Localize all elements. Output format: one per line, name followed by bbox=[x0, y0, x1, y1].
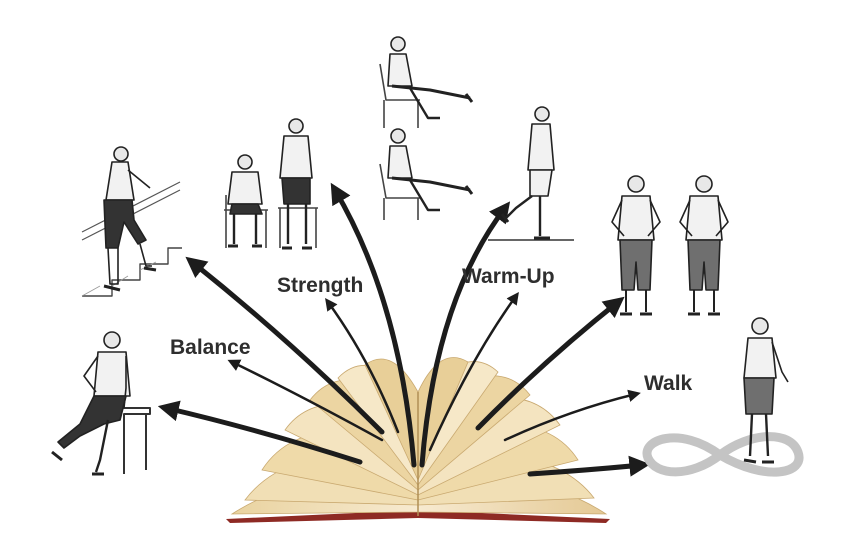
chair-side-leg-lift-figure bbox=[51, 331, 151, 476]
sit-to-stand-figures bbox=[224, 118, 318, 250]
infinity-mat bbox=[642, 432, 804, 477]
arrow-to-walker-figure bbox=[527, 455, 651, 477]
walk-label: Walk bbox=[644, 372, 693, 395]
strength-label: Strength bbox=[277, 274, 364, 297]
arrow-to-balance-label bbox=[227, 359, 384, 442]
figure-eight-walker bbox=[642, 317, 804, 477]
stair-climb-figure bbox=[81, 146, 182, 297]
arrow-to-walk-label bbox=[503, 389, 641, 442]
arrow-to-warmup-label bbox=[428, 291, 519, 452]
standing-knee-bend-figure bbox=[488, 106, 574, 241]
arrow-to-strength-label bbox=[325, 297, 400, 434]
standing-hands-on-hips-figures bbox=[611, 175, 729, 316]
seated-leg-extension-figures bbox=[379, 36, 474, 220]
arrow-to-leg-extension-figures bbox=[419, 201, 511, 468]
warmup-label: Warm-Up bbox=[462, 265, 555, 288]
balance-label: Balance bbox=[170, 336, 251, 359]
arrow-to-sit-stand-figures bbox=[330, 182, 417, 468]
arrow-to-chair-figure bbox=[157, 400, 363, 465]
arrow-to-standing-figures bbox=[475, 296, 625, 431]
arrows bbox=[157, 182, 651, 477]
arrow-to-stair-figure bbox=[185, 256, 385, 435]
